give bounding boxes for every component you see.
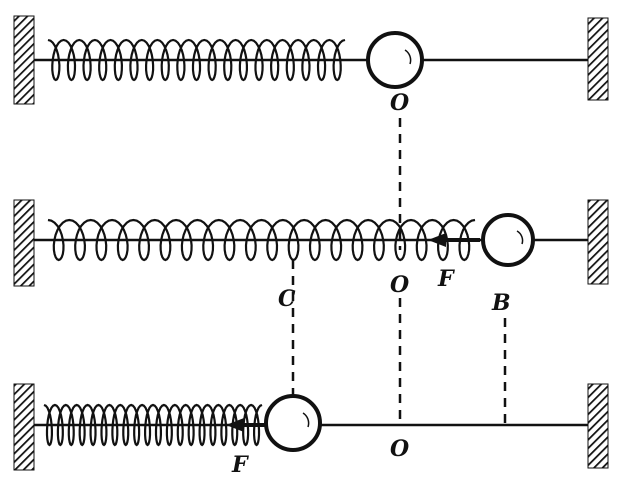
row-stretched: O F C B xyxy=(13,199,609,316)
label-o: O xyxy=(390,90,409,116)
label-c: C xyxy=(278,286,296,312)
right-wall xyxy=(587,17,609,101)
right-wall xyxy=(587,199,609,285)
label-f: F xyxy=(231,452,249,478)
label-o: O xyxy=(390,272,409,298)
left-wall xyxy=(13,199,35,287)
label-f: F xyxy=(437,266,455,292)
left-wall xyxy=(13,15,35,105)
left-wall xyxy=(13,383,35,471)
force-arrow xyxy=(226,418,266,432)
force-arrow xyxy=(428,233,480,247)
right-wall xyxy=(587,383,609,469)
ball xyxy=(481,213,535,267)
label-b: B xyxy=(491,290,511,316)
ball xyxy=(264,394,322,452)
spring xyxy=(47,218,476,262)
label-o: O xyxy=(390,436,409,462)
row-compressed: O F xyxy=(13,383,609,478)
ball xyxy=(366,31,424,89)
spring xyxy=(47,38,346,82)
row-equilibrium: O xyxy=(13,15,609,116)
spring xyxy=(43,403,263,447)
